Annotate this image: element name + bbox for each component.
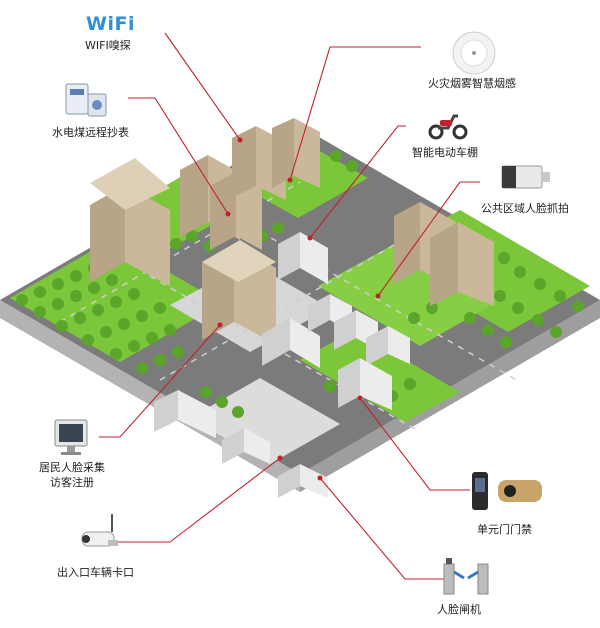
- callout-line-ebike: [309, 125, 406, 239]
- wifi-icon: WiFi: [86, 13, 135, 35]
- utility-meter-icon: [65, 83, 107, 117]
- unit-door-access-label: 单元门门禁: [477, 523, 532, 536]
- callout-line-turnstile: [319, 477, 445, 580]
- callout-lines: [99, 32, 480, 580]
- building-gatehouse-2: [278, 464, 328, 498]
- electric-scooter-icon: [428, 114, 468, 140]
- wifi-sniffing-label: WIFI嗅探: [85, 39, 131, 52]
- door-access-icon: [472, 472, 542, 510]
- face-turnstile-label: 人脸闸机: [437, 603, 481, 616]
- building-gatehouse-1: [222, 428, 270, 464]
- building-tan-5: [272, 118, 320, 188]
- road-line-2: [159, 229, 421, 381]
- resident-face-label: 居民人脸采集 访客注册: [30, 460, 114, 490]
- building-tan-1: [90, 158, 170, 286]
- callout-dots: [217, 137, 381, 481]
- building-tan-right-2: [430, 222, 494, 306]
- ebike-shed-label: 智能电动车棚: [412, 146, 478, 159]
- face-capture-label: 公共区域人脸抓拍: [481, 202, 569, 215]
- plaza-bottom: [190, 378, 340, 464]
- resident-face-label-line1: 居民人脸采集: [39, 461, 105, 474]
- building-center: [202, 240, 276, 344]
- callout-line-vehicle: [118, 457, 281, 543]
- grass-block-center: [318, 242, 500, 346]
- smoke-sensor-label: 火灾烟雾智慧烟感: [428, 77, 516, 90]
- surveillance-camera-icon: [501, 165, 550, 189]
- callout-line-door: [359, 397, 470, 491]
- callout-line-smoke: [289, 46, 421, 181]
- building-white-2: [262, 318, 320, 368]
- building-white-4: [334, 310, 378, 350]
- callout-line-camera: [377, 181, 480, 297]
- bullet-camera-icon: [81, 514, 118, 547]
- remote-meter-label: 水电煤远程抄表: [52, 126, 129, 139]
- road-line-4: [149, 275, 421, 433]
- turnstile-icon: [443, 558, 489, 595]
- smoke-detector-icon: [452, 31, 496, 75]
- building-white-1: [278, 232, 328, 284]
- callout-line-meter: [128, 97, 229, 215]
- vehicle-checkpoint-label: 出入口车辆卡口: [57, 566, 134, 579]
- callout-line-face: [99, 324, 221, 438]
- resident-face-label-line2: 访客注册: [50, 476, 94, 489]
- face-terminal-icon: [54, 419, 88, 455]
- callout-line-wifi: [164, 32, 241, 141]
- building-white-5: [366, 326, 410, 366]
- building-white-7: [154, 390, 216, 438]
- building-white-6: [338, 358, 392, 410]
